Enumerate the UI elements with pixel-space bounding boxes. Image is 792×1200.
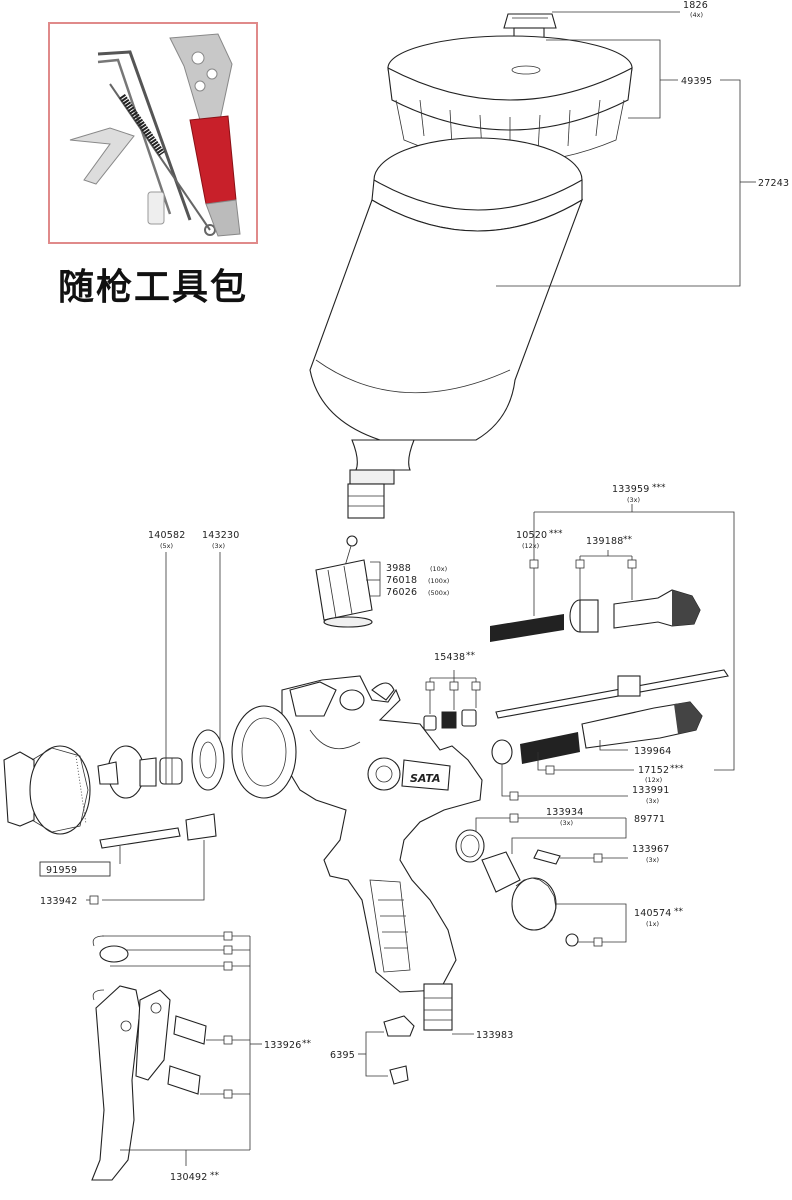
trigger (91, 985, 171, 1181)
needle (495, 669, 729, 719)
part-91959: 91959 (46, 865, 77, 876)
part-49395: 49395 (681, 76, 712, 87)
part-133983: 133983 (476, 1030, 513, 1041)
part-76018: 76018 (386, 575, 417, 586)
seal-140582 (159, 757, 183, 785)
qty-17152: (12x) (645, 776, 662, 784)
qty-140574: (1x) (646, 920, 659, 928)
qty-133934: (3x) (560, 819, 573, 827)
stars-133959: *** (652, 483, 666, 493)
oring-133934 (455, 829, 485, 863)
pin-91959 (99, 827, 181, 849)
qty-76026: (500x) (428, 589, 449, 597)
stars-15438: ** (466, 651, 476, 661)
part-140582: 140582 (148, 530, 185, 541)
bracket-6395 (383, 1015, 415, 1085)
brand-logo: SATA (410, 772, 441, 785)
part-130492: 130492 (170, 1172, 207, 1183)
spindle-89771 (481, 851, 521, 893)
qty-1826: (4x) (690, 11, 703, 19)
knob-140574 (511, 877, 579, 947)
part-27243: 27243 (758, 178, 789, 189)
cup-lid (387, 35, 633, 163)
qty-133967: (3x) (646, 856, 659, 864)
needle-adjust-139964 (581, 701, 703, 749)
part-3988: 3988 (386, 563, 411, 574)
part-140574: 140574 (634, 908, 671, 919)
distribution-ring (191, 729, 225, 791)
part-133967: 133967 (632, 844, 669, 855)
qty-3988: (10x) (430, 565, 447, 573)
part-15438: 15438 (434, 652, 465, 663)
trigger-pins (167, 1015, 207, 1095)
air-cap (3, 745, 91, 835)
stars-130492: ** (210, 1171, 220, 1181)
part-133934: 133934 (546, 807, 583, 818)
qty-133959: (3x) (627, 496, 640, 504)
cup-filter (315, 535, 373, 628)
valve-133942 (185, 813, 217, 841)
air-connector-133983 (423, 983, 453, 1031)
part-133991: 133991 (632, 785, 669, 796)
qty-133991: (3x) (646, 797, 659, 805)
leader-lines (86, 11, 756, 1166)
part-89771: 89771 (634, 814, 665, 825)
qty-76018: (100x) (428, 577, 449, 585)
part-17152: 17152 (638, 765, 669, 776)
seals-15438 (423, 709, 477, 731)
part-139188: 139188 (586, 536, 623, 547)
part-labels: 1826 (4x) 49395 27243 133959 *** (3x) 10… (40, 0, 789, 1183)
cup-body (309, 137, 584, 519)
part-76026: 76026 (386, 587, 417, 598)
nozzle (97, 745, 157, 799)
part-91959-box (39, 861, 111, 877)
part-143230: 143230 (202, 530, 239, 541)
toolkit-illustration (69, 33, 241, 237)
packing-139188 (569, 589, 701, 633)
stars-17152: *** (670, 764, 684, 774)
stars-10520: *** (549, 529, 563, 539)
toolkit-label: 随枪工具包 (57, 267, 248, 308)
qty-140582: (5x) (160, 542, 173, 550)
part-133926: 133926 (264, 1040, 301, 1051)
part-133959: 133959 (612, 484, 649, 495)
qty-10520: (12x) (522, 542, 539, 550)
trigger-clips (92, 935, 129, 1001)
stars-140574: ** (674, 907, 684, 917)
spring-10520 (490, 614, 564, 642)
stars-133926: ** (302, 1039, 312, 1049)
part-6395: 6395 (330, 1050, 355, 1061)
part-139964: 139964 (634, 746, 671, 757)
reference-markers (89, 559, 637, 1099)
part-1826: 1826 (683, 0, 708, 11)
toolkit-image (48, 22, 258, 244)
gun-body (231, 675, 483, 993)
stars-139188: ** (623, 535, 633, 545)
part-133942: 133942 (40, 896, 77, 907)
qty-143230: (3x) (212, 542, 225, 550)
screw-133967 (533, 849, 561, 865)
part-10520: 10520 (516, 530, 547, 541)
spring-17152 (491, 732, 580, 765)
